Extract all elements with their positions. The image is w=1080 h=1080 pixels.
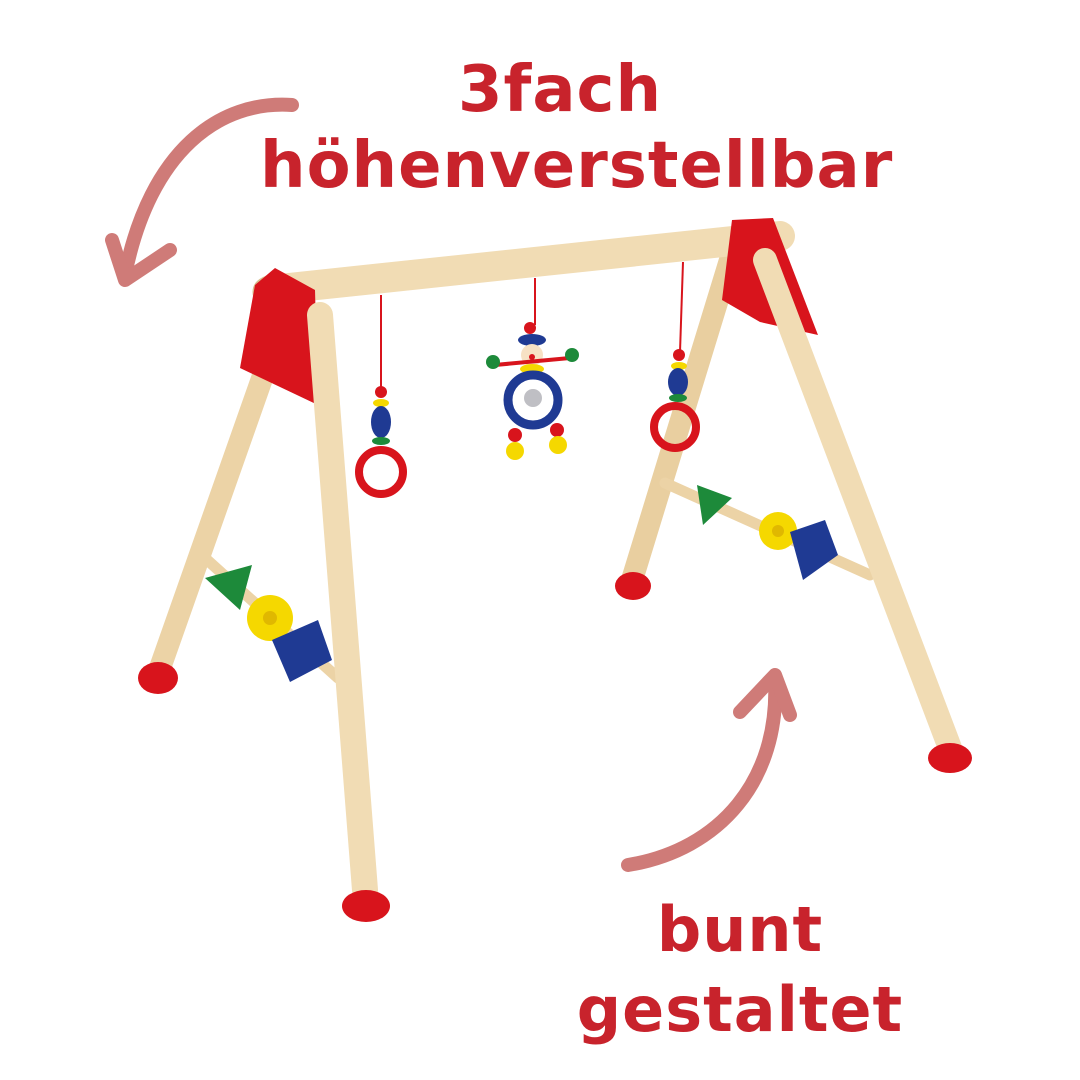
blue-square-left (272, 620, 332, 682)
foot-left-front (342, 890, 390, 922)
green-triangle-right (697, 485, 732, 525)
hanging-ring-toy-right (650, 261, 700, 452)
foot-right-front (928, 743, 972, 773)
left-bracket (240, 268, 318, 405)
caption-top-line1: 3fach (457, 53, 663, 127)
caption-top-line2: höhenverstellbar (260, 129, 894, 203)
arrow-top-left (105, 97, 299, 287)
blue-square-right (790, 520, 838, 580)
arrow-bottom-right (621, 668, 797, 872)
green-triangle-left (205, 565, 252, 610)
caption-colorful: bunt gestaltet (576, 893, 904, 1046)
foot-left-back (138, 662, 178, 694)
top-bar (255, 221, 795, 305)
hanging-ring-toy-left (355, 295, 407, 498)
hanging-clown-toy (486, 278, 579, 460)
caption-height-adjustable: 3fach höhenverstellbar (260, 52, 894, 204)
